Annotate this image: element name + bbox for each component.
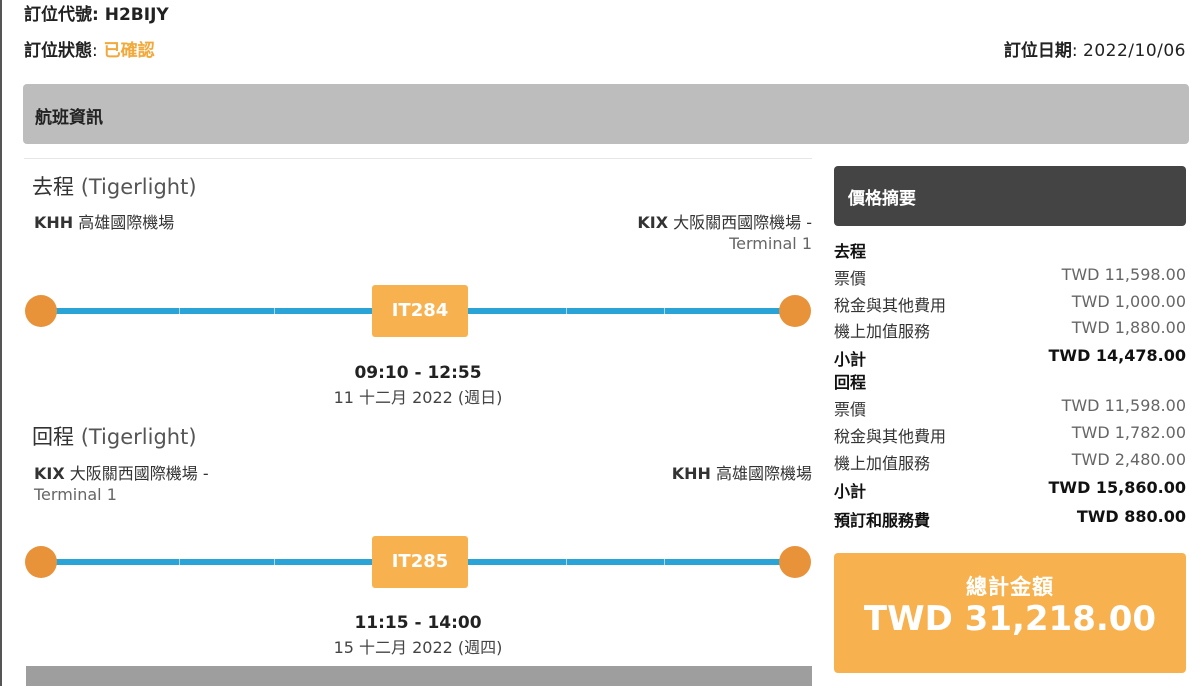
price-row-amount: TWD 1,880.00 <box>1071 318 1186 337</box>
price-outbound-heading-label: 去程 <box>834 242 867 261</box>
booking-date-value: 2022/10/06 <box>1083 41 1186 61</box>
booking-status-value: 已確認 <box>103 41 155 61</box>
price-row: 稅金與其他費用 TWD 1,000.00 <box>834 292 1186 316</box>
flight-panel: 去程 (Tigerlight) KHH 高雄國際機場 KIX 大阪關西國際機場 … <box>24 158 812 686</box>
inbound-origin: KIX 大阪關西國際機場 - Terminal 1 <box>34 463 209 505</box>
price-row-label: 稅金與其他費用 <box>834 296 947 315</box>
price-row: 稅金與其他費用 TWD 1,782.00 <box>834 423 1186 447</box>
price-row-label: 機上加值服務 <box>834 454 931 473</box>
price-subtotal-amount: TWD 15,860.00 <box>1048 478 1187 497</box>
inbound-fare: (Tigerlight) <box>80 425 197 449</box>
booking-status-colon: : <box>92 41 98 61</box>
price-row-label: 票價 <box>834 269 867 288</box>
outbound-origin-name: 高雄國際機場 <box>78 213 175 232</box>
price-subtotal-label: 小計 <box>834 350 867 369</box>
inbound-origin-terminal: Terminal 1 <box>34 485 117 504</box>
outbound-time: 09:10 - 12:55 <box>354 363 482 383</box>
inbound-route: IT285 <box>24 532 812 592</box>
price-row-label: 稅金與其他費用 <box>834 427 947 446</box>
outbound-dest-name: 大阪關西國際機場 - <box>673 213 812 232</box>
total-amount-box: 總計金額 TWD 31,218.00 <box>834 553 1186 673</box>
price-summary-header: 價格摘要 <box>834 166 1186 226</box>
price-row-amount: TWD 11,598.00 <box>1061 265 1186 284</box>
price-subtotal-amount: TWD 14,478.00 <box>1048 346 1187 365</box>
price-inbound-subtotal: 小計 TWD 15,860.00 <box>834 478 1186 502</box>
price-inbound-heading: 回程 <box>834 369 1186 393</box>
route-tick <box>179 559 180 565</box>
booking-status: 訂位狀態: 已確認 <box>24 36 155 61</box>
outbound-date: 11 十二月 2022 (週日) <box>333 388 503 407</box>
outbound-dest-dot <box>779 295 811 327</box>
outbound-dest-terminal: Terminal 1 <box>729 234 812 253</box>
outbound-route: IT284 <box>24 281 812 341</box>
outbound-fare: (Tigerlight) <box>80 175 197 199</box>
outbound-origin-dot <box>25 295 57 327</box>
inbound-dest-name: 高雄國際機場 <box>715 464 812 483</box>
price-outbound-subtotal: 小計 TWD 14,478.00 <box>834 346 1186 370</box>
price-service-fee-amount: TWD 880.00 <box>1076 507 1186 526</box>
price-service-fee: 預訂和服務費 TWD 880.00 <box>834 507 1186 531</box>
booking-status-label: 訂位狀態 <box>24 41 92 61</box>
route-tick <box>274 308 275 314</box>
inbound-time: 11:15 - 14:00 <box>354 613 482 633</box>
total-amount-value: TWD 31,218.00 <box>863 599 1157 639</box>
booking-code: 訂位代號: H2BIJY <box>24 0 169 25</box>
booking-code-value: H2BIJY <box>104 5 169 25</box>
inbound-origin-name: 大阪關西國際機場 - <box>69 464 209 483</box>
price-row: 機上加值服務 TWD 2,480.00 <box>834 450 1186 474</box>
route-tick <box>664 559 665 565</box>
price-row: 票價 TWD 11,598.00 <box>834 396 1186 420</box>
booking-date: 訂位日期: 2022/10/06 <box>1004 36 1186 61</box>
price-outbound-heading: 去程 <box>834 238 1186 262</box>
outbound-dest-code: KIX <box>637 213 669 232</box>
price-inbound-heading-label: 回程 <box>834 373 867 392</box>
route-tick <box>274 559 275 565</box>
outbound-title: 去程 (Tigerlight) <box>32 171 197 201</box>
price-row-amount: TWD 11,598.00 <box>1061 396 1186 415</box>
price-row-amount: TWD 1,000.00 <box>1071 292 1186 311</box>
inbound-date: 15 十二月 2022 (週四) <box>333 638 503 657</box>
booking-date-colon: : <box>1071 41 1078 61</box>
inbound-title: 回程 (Tigerlight) <box>32 421 197 451</box>
booking-date-label: 訂位日期 <box>1003 41 1072 61</box>
outbound-origin: KHH 高雄國際機場 <box>34 212 174 233</box>
price-row-label: 機上加值服務 <box>834 322 931 341</box>
route-tick <box>179 308 180 314</box>
price-summary: 價格摘要 去程 票價 TWD 11,598.00 稅金與其他費用 TWD 1,0… <box>834 166 1186 530</box>
inbound-dest-dot <box>779 546 811 578</box>
outbound-destination: KIX 大阪關西國際機場 - Terminal 1 <box>637 212 812 254</box>
inbound-origin-code: KIX <box>34 464 65 483</box>
outbound-flight-number: IT284 <box>372 285 468 337</box>
next-section-header[interactable] <box>26 666 812 686</box>
inbound-title-label: 回程 <box>32 425 74 449</box>
price-row: 機上加值服務 TWD 1,880.00 <box>834 318 1186 342</box>
route-tick <box>566 308 567 314</box>
inbound-origin-dot <box>25 546 57 578</box>
outbound-origin-code: KHH <box>34 213 74 232</box>
price-row-amount: TWD 2,480.00 <box>1071 450 1186 469</box>
price-service-fee-label: 預訂和服務費 <box>834 511 931 530</box>
route-tick <box>664 308 665 314</box>
window-edge <box>0 0 2 686</box>
booking-code-label: 訂位代號: <box>24 5 99 25</box>
price-row: 票價 TWD 11,598.00 <box>834 265 1186 289</box>
inbound-flight-number: IT285 <box>372 536 468 588</box>
total-amount-label: 總計金額 <box>966 575 1054 599</box>
inbound-dest-code: KHH <box>671 464 711 483</box>
price-row-amount: TWD 1,782.00 <box>1071 423 1186 442</box>
price-row-label: 票價 <box>834 400 867 419</box>
flight-info-section-header[interactable]: 航班資訊 <box>23 84 1189 144</box>
route-tick <box>566 559 567 565</box>
inbound-destination: KHH 高雄國際機場 <box>672 463 812 484</box>
section-title: 航班資訊 <box>35 108 103 128</box>
price-subtotal-label: 小計 <box>834 482 867 501</box>
outbound-title-label: 去程 <box>32 175 74 199</box>
